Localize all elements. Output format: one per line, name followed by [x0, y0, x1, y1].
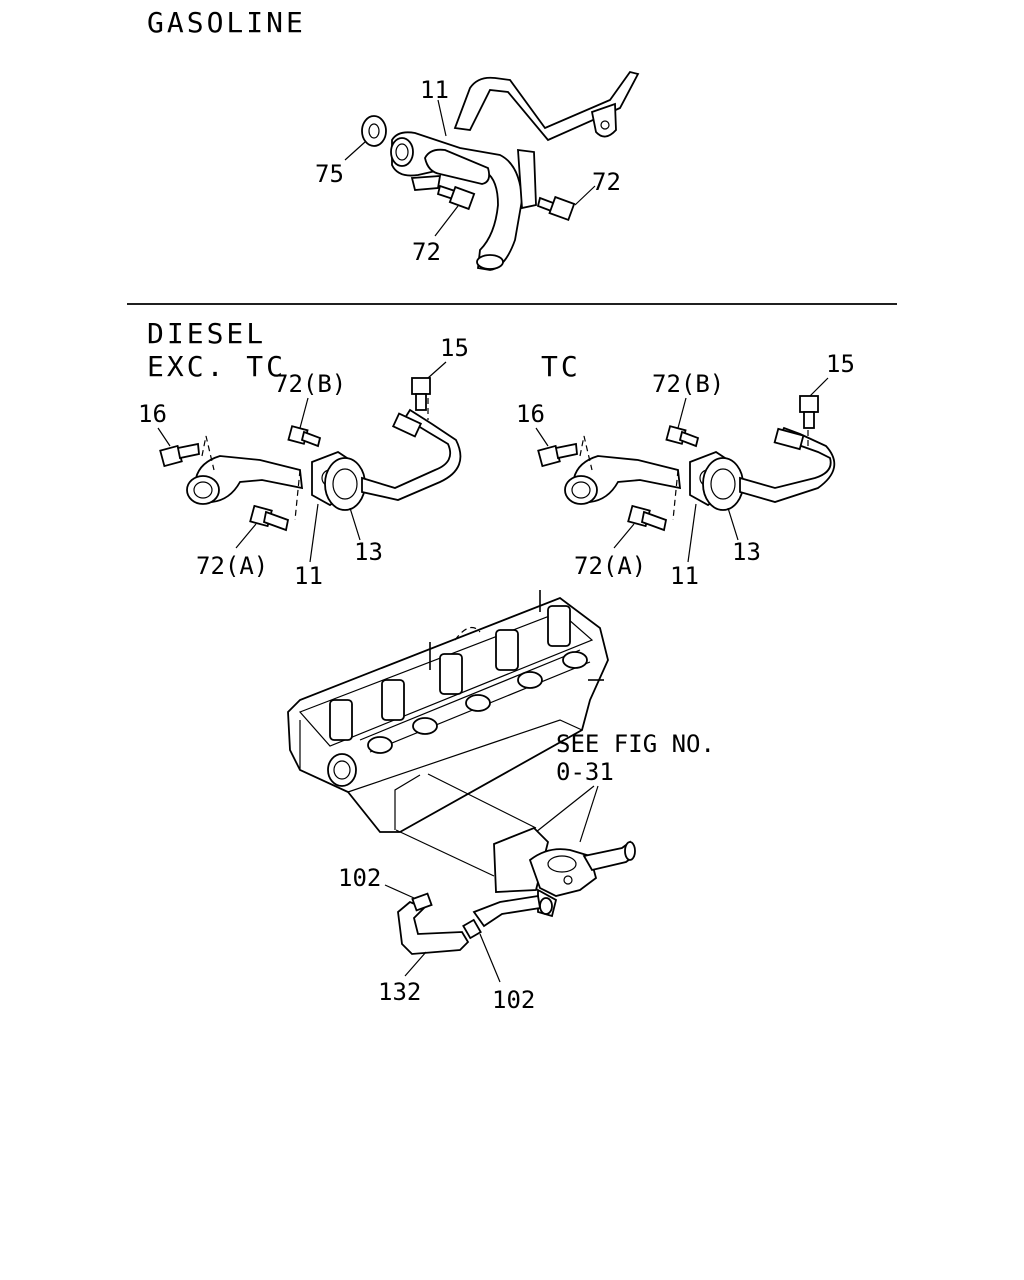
- gasoline-water-pipe-assembly: [344, 70, 640, 271]
- reference-leader: [579, 785, 599, 843]
- diesel-exc-tc-pipe-assembly: [157, 361, 462, 563]
- callout-11: 11: [420, 76, 449, 104]
- callout-72a: 72(A): [574, 552, 646, 580]
- bolt-72-left: [436, 184, 476, 211]
- tc-pipe-assembly: [535, 377, 836, 563]
- callout-75: 75: [315, 160, 344, 188]
- callout-15: 15: [826, 350, 855, 378]
- hose-clip-102-upper: [411, 892, 433, 912]
- callout-15: 15: [440, 334, 469, 362]
- bolt-72a: [627, 504, 668, 532]
- thermostat-housing: [493, 826, 636, 918]
- callout-13: 13: [354, 538, 383, 566]
- guide-line: [395, 829, 495, 877]
- callout-102: 102: [492, 986, 535, 1014]
- bolt-15: [799, 395, 819, 429]
- bolt-15: [411, 377, 431, 411]
- callout-16: 16: [516, 400, 545, 428]
- callout-132: 132: [378, 978, 421, 1006]
- bolt-16: [159, 442, 200, 468]
- bolt-72b: [665, 425, 700, 448]
- callout-72b: 72(B): [274, 370, 346, 398]
- callout-102: 102: [338, 864, 381, 892]
- section-title-diesel: DIESEL: [147, 317, 266, 350]
- reference-leader: [535, 785, 595, 833]
- callout-13: 13: [732, 538, 761, 566]
- callout-16: 16: [138, 400, 167, 428]
- callout-72a: 72(A): [196, 552, 268, 580]
- cylinder-head: [287, 590, 609, 833]
- section-subtitle-exc-tc: EXC. TC: [147, 350, 286, 383]
- hose-clip-102-lower: [462, 918, 482, 940]
- reference-see-fig: SEE FIG NO.: [556, 730, 715, 758]
- washer-75: [361, 115, 387, 147]
- callout-11: 11: [294, 562, 323, 590]
- bolt-72b: [287, 425, 322, 448]
- bolt-72-right: [536, 195, 576, 222]
- callout-72: 72: [412, 238, 441, 266]
- bypass-hose-assembly: [384, 884, 542, 983]
- callout-11: 11: [670, 562, 699, 590]
- callout-72b: 72(B): [652, 370, 724, 398]
- bolt-16: [537, 442, 578, 468]
- section-title-gasoline: GASOLINE: [147, 6, 306, 39]
- bolt-72a: [249, 504, 290, 532]
- section-title-tc: TC: [541, 350, 581, 383]
- reference-fig-number: 0-31: [556, 758, 614, 786]
- guide-line: [427, 773, 537, 829]
- callout-72: 72: [592, 168, 621, 196]
